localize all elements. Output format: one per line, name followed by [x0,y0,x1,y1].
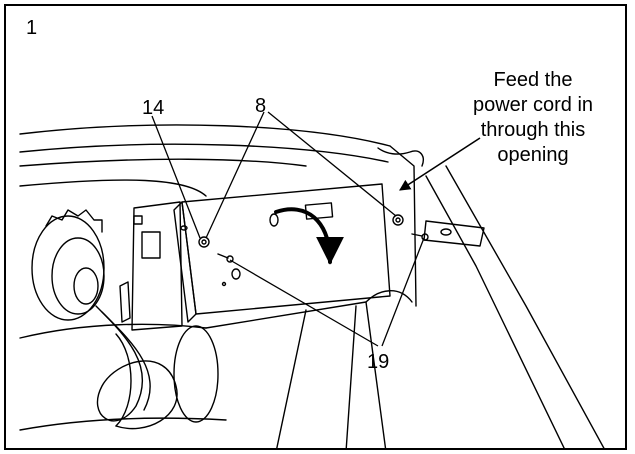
mount-tab [133,215,143,225]
note-line: power cord in [472,94,594,116]
cord-opening-arrow-icon [399,137,481,191]
hood-slot [304,202,334,220]
part-label-8: 8 [255,95,267,117]
right-screw-icon [411,233,429,241]
hood-hole-2 [231,268,241,280]
note-line: Feed the [493,69,573,91]
roller-end [173,325,219,423]
belt-fold-left [276,309,307,448]
belt-edge [205,301,387,448]
motor-hood-panel [181,183,391,315]
belt-curl [365,290,413,303]
leader-14 [151,115,201,239]
control-box [131,201,183,331]
power-cord [95,305,178,430]
right-rail-outer [425,175,565,448]
hood-side-edge [173,201,197,323]
flywheel-teeth [45,209,103,233]
switch [141,231,161,259]
part-label-14: 14 [142,97,165,119]
hood-hole-1 [269,213,279,227]
leader-8-left [205,111,265,239]
cord-opening-cap [377,147,424,167]
note-line: opening [497,144,569,166]
left-screw-icon [217,253,234,263]
flywheel-hub [73,267,99,305]
right-washer-icon [392,214,404,226]
connector [119,281,131,323]
bracket-hole [440,228,452,236]
roller-top [19,323,207,339]
flywheel-inner [51,237,105,315]
note-line: through this [480,119,586,141]
leader-19-left [229,259,379,347]
hood-hole-3 [180,225,188,231]
leader-19-right [381,237,425,347]
left-washer-icon [198,236,210,248]
right-rail-inner [445,165,605,448]
leader-8-right [267,111,397,217]
roller-seam [115,333,132,427]
rotate-arrow-icon [274,207,344,265]
flywheel-outer [31,215,105,321]
diagram-frame: 1 14 8 19 Feed the power cord in through… [4,4,627,450]
right-upright [389,145,417,307]
step-number: 1 [26,17,38,39]
cord-instruction-note: Feed the power cord in through this open… [448,68,618,168]
part-label-19: 19 [367,351,390,373]
frame-rail-mid [19,143,389,163]
assembly-illustration [19,111,605,448]
hood-dot [221,281,227,287]
frame-rail-bottom [19,179,207,197]
frame-rail-lower [19,158,307,167]
power-cord-2 [101,311,151,411]
bracket-tab [423,220,485,247]
frame-rail-top [19,124,391,147]
belt-fold-right [345,305,357,448]
